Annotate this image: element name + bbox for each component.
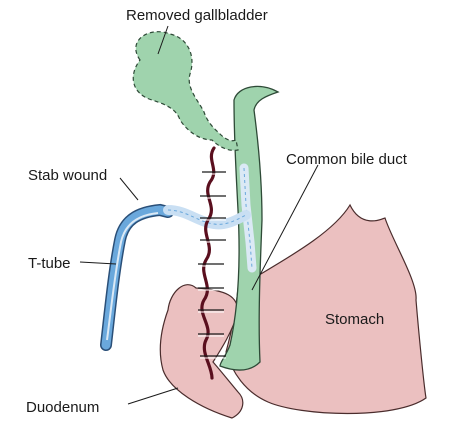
label-t-tube: T-tube xyxy=(28,255,71,272)
label-duodenum: Duodenum xyxy=(26,399,99,416)
leader-duodenum xyxy=(128,388,178,404)
removed-gallbladder xyxy=(133,32,238,151)
leader-stab-wound xyxy=(120,178,138,200)
label-stomach: Stomach xyxy=(325,311,384,328)
label-removed-gallbladder: Removed gallbladder xyxy=(126,7,268,24)
label-stab-wound: Stab wound xyxy=(28,167,107,184)
label-common-bile-duct: Common bile duct xyxy=(286,151,408,168)
